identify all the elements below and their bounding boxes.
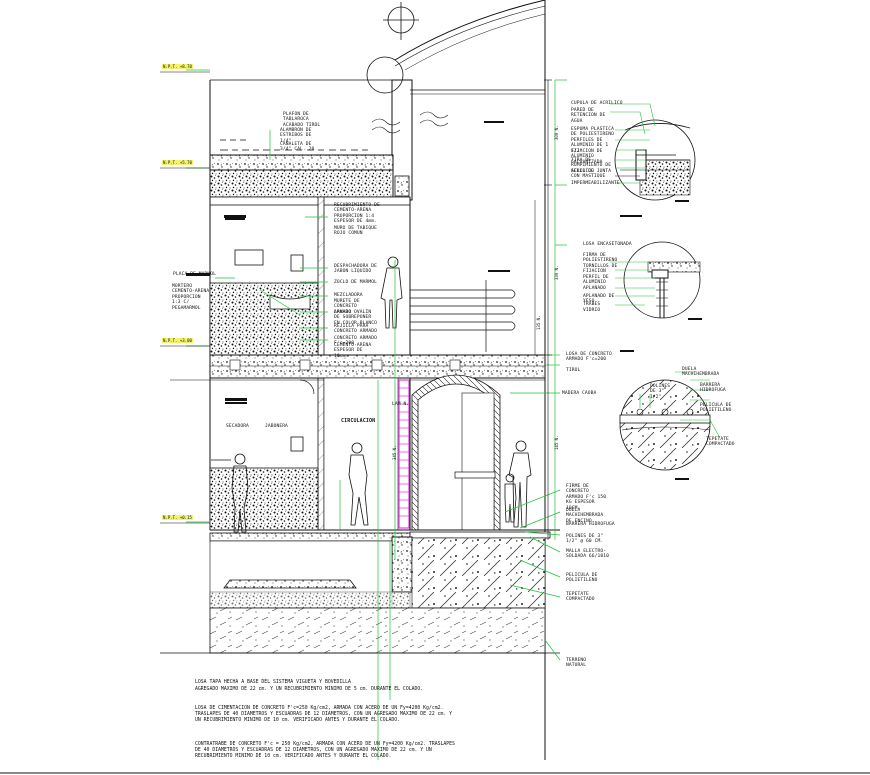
label-mortero: MORTERO CEMENTO-ARENA PROPORCION 1:3 C/ …: [172, 284, 210, 311]
level-markers: [160, 71, 210, 524]
level-label-ground: N.P.T. +0.15: [162, 515, 193, 520]
detail-skylight: [614, 119, 696, 202]
glass-block-wall: [398, 379, 410, 529]
label-cemento-arena: CEMENTO-ARENA ESPESOR DE 10cm.: [334, 343, 372, 359]
level-label-mezzanine: N.P.T. +3.00: [162, 338, 193, 343]
label-malla: MALLA ELECTRO-SOLDADA 66/1010: [566, 549, 609, 560]
label-zoclo: ZOCLO DE MARMOL: [334, 280, 377, 285]
handrail: [410, 280, 516, 352]
label-muro-tabique: MURO DE TABIQUE ROJO COMUN: [334, 226, 377, 237]
circulation-space: [323, 377, 399, 531]
leader-lines: [186, 69, 567, 760]
room-label-jabonera: JABONERA: [265, 424, 288, 429]
roof-slab: [209, 154, 394, 171]
label-tirol: TIROL: [566, 368, 581, 373]
label-recubrimiento: RECUBRIMIENTO DE CEMENTO-ARENA PROPORCIO…: [334, 203, 380, 225]
person-figure-woman-center: [348, 442, 369, 526]
label-alambron: ALAMBRON DE ESTRIBOS DE 1/4": [280, 128, 312, 144]
floor-slab: [209, 532, 411, 542]
dim-2: 330 N.: [554, 265, 559, 280]
label-rejilla: REJILLA PARA CONCRETO ARMADO: [334, 324, 377, 335]
person-figure-upper: [380, 256, 403, 329]
level-label-roof: N.P.T. +5.70: [162, 160, 193, 165]
detail1-label-7: IMPERMEABILIZANTE: [571, 181, 620, 186]
note-contratrabe: CONTRATRABE DE CONCRETO F'c = 250 Kg/cm2…: [195, 742, 455, 760]
detail2-label-2: TORNILLOS DE FIJACION: [583, 264, 618, 275]
detail2-label-5: APLANADO DE YESO: [583, 294, 615, 305]
label-despachadora: DESPACHADORA DE JABON LIQUIDO: [334, 264, 377, 275]
detail3-label-0: DUELA MACHIHEMBRADA: [682, 367, 720, 378]
label-plafon: PLAFON DE TABLAROCA ACABADO TIROL: [283, 112, 321, 128]
natural-terrain: [209, 607, 546, 654]
label-firme-concreto: FIRME DE CONCRETO ARMADO F'c 150 KG ESPE…: [566, 484, 607, 511]
level-label-top: N.P.T. +8.70: [162, 64, 193, 69]
label-polines: POLINES DE 3" 1/2" @ 60 CM.: [566, 534, 604, 545]
dim-1: 300 N.: [554, 125, 559, 140]
detail1-label-4: FIJACION DE ALUMINIO GALVANIZADA: [571, 149, 603, 165]
label-duela: DUELA MACHIHEMBRADA DE ENCINO: [566, 508, 604, 524]
dimension-line-right: [544, 79, 552, 540]
label-madera-caoba: MADERA CAOBA: [562, 391, 597, 396]
detail1-label-1: PARED DE RETENCION DE AGUA: [571, 108, 606, 124]
person-figure-woman-left: [231, 453, 249, 533]
detail1-label-3: PERFILES DE ALUMINIO DE 1 1/2": [571, 138, 609, 154]
room-label-secadora: SECADORA: [226, 424, 249, 429]
detail2-label-3: PERFIL DE ALUMINIO: [583, 275, 609, 286]
detail1-label-0: CUPULA DE ACRILICO: [571, 101, 623, 106]
detail-callout-icon: [366, 56, 404, 94]
detail-window-frame: [623, 241, 702, 320]
wall-column-upper: [317, 196, 325, 358]
detail3-label-4: TEPETATE COMPACTADO: [706, 437, 735, 448]
detail1-label-6: SELLO DE JUNTA CON MASTIQUE: [571, 169, 612, 180]
dim-4: 145 N.: [554, 435, 559, 450]
north-arrow-icon: [383, 2, 419, 40]
label-canaleta: CANALETA DE 3/4" CAL. 20: [280, 142, 315, 153]
label-barrera: BARRERA HIDROFUGA: [566, 522, 615, 527]
roof-garden: [209, 169, 394, 198]
person-figure-adult-child: [504, 440, 532, 528]
dim-3: 135 N.: [536, 315, 541, 330]
label-losa-concreto: LOSA DE CONCRETO ARMADO F'c=200: [566, 352, 612, 363]
note-losa-tapa: LOSA TAPA HECHA A BASE DEL SISTEMA VIGUE…: [195, 680, 351, 685]
detail2-label-4: APLANADO: [583, 286, 606, 291]
detail3-label-3: PELICULA DE POLIETILENO: [700, 403, 732, 414]
detail-floor: [619, 379, 711, 480]
label-murete: MURETE DE CONCRETO ARMADO: [334, 299, 360, 315]
label-tepetate: TEPETATE COMPACTADO: [566, 592, 595, 603]
detail3-label-2: BARRERA HIDROFUGA: [700, 383, 726, 394]
room-label-circulacion: CIRCULACION: [341, 418, 376, 424]
note-losa-cimentacion: LOSA DE CIMENTACION DE CONCRETO F'c=250 …: [195, 706, 453, 724]
label-terreno: TERRENO NATURAL: [566, 658, 587, 669]
detail2-label-7: VIDRIO: [583, 308, 601, 313]
mirror: [234, 249, 264, 266]
label-pelicula: PELICULA DE POLIETILENO: [566, 573, 598, 584]
detail3-label-1: POLINES DE 3" 1/2": [650, 384, 671, 400]
detail2-label-0: LOSA ENCASETONADA: [583, 242, 632, 247]
label-concreto-armado: CONCRETO ARMADO F'c=200: [334, 336, 377, 347]
label-mezcladora: MEZCLADORA: [334, 293, 363, 298]
cafeteria-counter: [209, 467, 319, 531]
detail2-label-6: TRABES: [583, 302, 601, 307]
note-agregado: AGREGADO MAXIMO DE 22 cm. Y UN RECUBRIMI…: [195, 687, 424, 692]
label-lavabo: LAVABO OVALIN DE SOBREPONER EN COLOR BLA…: [334, 310, 377, 326]
foundation-fill: [411, 537, 546, 609]
wall-column-lower: [317, 377, 325, 531]
lavabo-counter: [209, 282, 319, 356]
dim-5: 345 N.: [392, 445, 397, 460]
detail1-label-2: ESPUMA PLASTICA DE POLIESTIRENO: [571, 127, 614, 138]
detail1-label-5: TIRA DE ROMPIMIENTO DE ACRILICO: [571, 158, 612, 174]
label-placa-marmol: PLACA DE MARMOL: [173, 272, 216, 277]
detail2-label-1: FIRMA DE POLIESTIRENO: [583, 253, 618, 264]
dim-lam: LAM N.: [392, 402, 410, 407]
